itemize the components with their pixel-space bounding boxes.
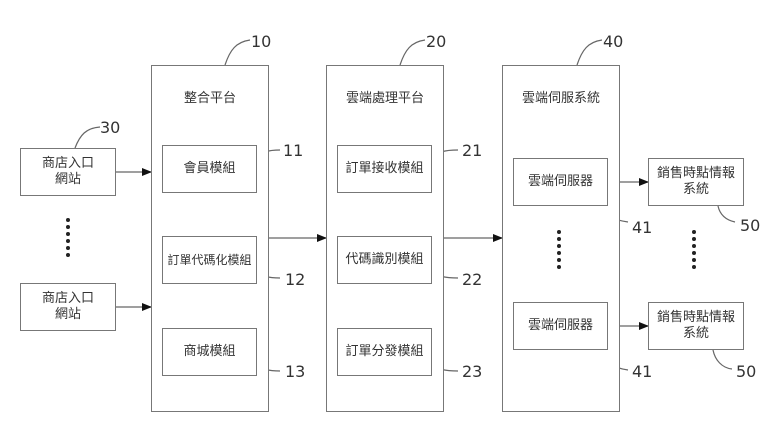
leader-20 <box>399 39 426 66</box>
order-receiving-module-box: 訂單接收模組 <box>337 145 432 193</box>
ref-20: 20 <box>426 32 447 51</box>
cloud-server-label-2: 雲端伺服器 <box>527 318 593 333</box>
cloud-server-label-1: 雲端伺服器 <box>527 174 593 189</box>
order-dispatch-module-label: 訂單分發模組 <box>345 344 424 359</box>
ref-50-b: 50 <box>736 362 757 381</box>
store-site-box-2: 商店入口 網站 <box>20 283 116 331</box>
ref-41-b: 41 <box>632 362 653 381</box>
cloud-server-system-title: 雲端伺服系統 <box>521 91 600 106</box>
store-site-label-1b: 網站 <box>54 172 81 187</box>
pos-system-label-1a: 銷售時點情報 <box>656 166 735 181</box>
cloud-server-system-box <box>502 65 620 412</box>
mall-module-label: 商城模組 <box>183 344 236 359</box>
order-receiving-module-label: 訂單接收模組 <box>345 161 424 176</box>
code-recognition-module-label: 代碼識別模組 <box>345 252 424 267</box>
order-tokenization-module-label: 訂單代碼化模組 <box>167 253 252 267</box>
store-site-box-1: 商店入口 網站 <box>20 148 116 196</box>
order-tokenization-module-box: 訂單代碼化模組 <box>162 236 257 284</box>
ellipsis-pos-systems <box>692 230 696 272</box>
cloud-processing-platform-title: 雲端處理平台 <box>345 91 424 106</box>
member-module-label: 會員模組 <box>183 161 236 176</box>
store-site-label-2b: 網站 <box>54 307 81 322</box>
order-dispatch-module-box: 訂單分發模組 <box>337 328 432 376</box>
cloud-server-box-2: 雲端伺服器 <box>513 302 608 350</box>
integration-platform-title: 整合平台 <box>183 91 236 106</box>
leader-50a <box>717 205 736 223</box>
ref-50-a: 50 <box>740 216 761 235</box>
ref-21: 21 <box>462 141 483 160</box>
ref-12: 12 <box>285 270 306 289</box>
leader-50b <box>712 349 733 370</box>
ellipsis-cloud-servers <box>557 230 561 272</box>
ref-22: 22 <box>462 270 483 289</box>
store-site-label-1a: 商店入口 <box>41 156 94 171</box>
member-module-box: 會員模組 <box>162 145 257 193</box>
ref-41-a: 41 <box>632 218 653 237</box>
leader-30 <box>74 126 101 149</box>
store-site-label-2a: 商店入口 <box>41 291 94 306</box>
ref-40: 40 <box>603 32 624 51</box>
pos-system-box-1: 銷售時點情報 系統 <box>648 158 744 206</box>
leader-40 <box>576 39 603 66</box>
code-recognition-module-box: 代碼識別模組 <box>337 236 432 284</box>
ref-11: 11 <box>283 141 304 160</box>
leader-10 <box>224 39 251 66</box>
cloud-server-box-1: 雲端伺服器 <box>513 158 608 206</box>
mall-module-box: 商城模組 <box>162 328 257 376</box>
pos-system-label-2a: 銷售時點情報 <box>656 310 735 325</box>
pos-system-label-1b: 系統 <box>682 182 709 197</box>
ref-30: 30 <box>100 118 121 137</box>
ref-10: 10 <box>251 32 272 51</box>
pos-system-box-2: 銷售時點情報 系統 <box>648 302 744 350</box>
ellipsis-store-sites <box>66 218 70 260</box>
pos-system-label-2b: 系統 <box>682 326 709 341</box>
ref-23: 23 <box>462 362 483 381</box>
ref-13: 13 <box>285 362 306 381</box>
